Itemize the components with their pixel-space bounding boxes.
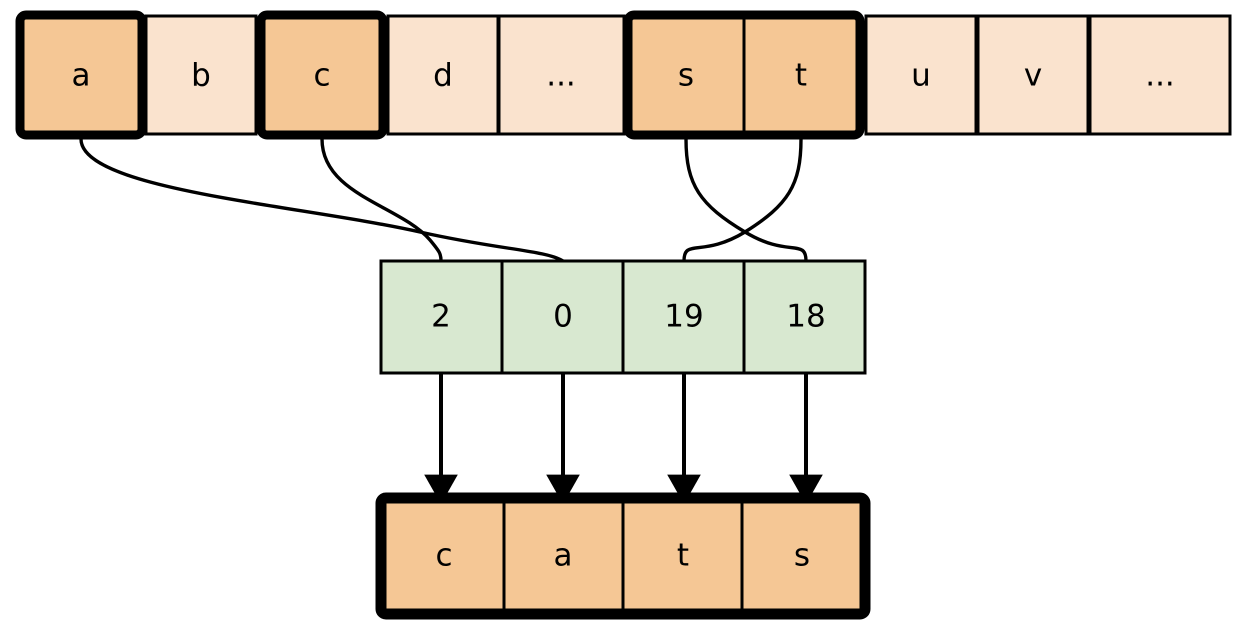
output-cell-a[interactable]	[502, 500, 625, 612]
alphabet-cell-ellipsis-1-label: ...	[546, 58, 576, 94]
connector-curves	[79, 138, 808, 263]
alphabet-cell-t-label: t	[795, 58, 807, 94]
alphabet-cell-c-label: c	[313, 58, 330, 94]
index-cell-2[interactable]	[621, 259, 746, 375]
index-cell-1[interactable]	[500, 259, 625, 375]
alphabet-cell-ellipsis-2[interactable]	[1088, 14, 1232, 136]
output-cell-c[interactable]	[383, 500, 506, 612]
alphabet-cell-a-label: a	[72, 58, 91, 94]
output-cell-s[interactable]	[740, 500, 863, 612]
alphabet-cell-v-label: v	[1024, 58, 1042, 94]
alphabet-cell-s-label: s	[678, 58, 694, 94]
alphabet-strip: a b c d ... s t u v ...	[15, 10, 1232, 140]
alphabet-cell-u[interactable]	[864, 14, 978, 136]
alphabet-cell-ellipsis-1[interactable]	[497, 14, 626, 136]
connector-t-to-19	[682, 138, 803, 262]
output-word: c a t s	[375, 492, 871, 620]
alphabet-cell-ellipsis-2-label: ...	[1145, 58, 1175, 94]
output-cell-c-label: c	[435, 538, 452, 574]
index-cell-1-value: 0	[553, 299, 573, 335]
highlight-frame-c	[256, 10, 388, 140]
output-cell-t[interactable]	[621, 500, 744, 612]
connector-a-to-0	[79, 138, 564, 263]
connector-s-to-18	[684, 138, 808, 262]
output-cell-a-label: a	[554, 538, 573, 574]
index-array: 2 0 19 18	[379, 259, 867, 375]
index-to-output-arrows	[424, 374, 823, 505]
index-cell-0-value: 2	[431, 299, 451, 335]
index-cell-3[interactable]	[742, 259, 867, 375]
output-cell-s-label: s	[794, 538, 810, 574]
index-cell-3-value: 18	[786, 299, 825, 335]
highlight-frame-output	[375, 492, 871, 620]
highlight-frame-a	[15, 10, 147, 140]
index-cell-0[interactable]	[379, 259, 504, 375]
highlight-frame-st	[623, 10, 865, 140]
alphabet-cell-u-label: u	[911, 58, 931, 94]
connector-c-to-2	[320, 138, 443, 262]
output-cell-t-label: t	[677, 538, 689, 574]
alphabet-cell-b[interactable]	[144, 14, 258, 136]
index-cell-2-value: 19	[664, 299, 703, 335]
alphabet-cell-v[interactable]	[976, 14, 1090, 136]
alphabet-cell-d-label: d	[433, 58, 453, 94]
alphabet-cell-b-label: b	[191, 58, 211, 94]
